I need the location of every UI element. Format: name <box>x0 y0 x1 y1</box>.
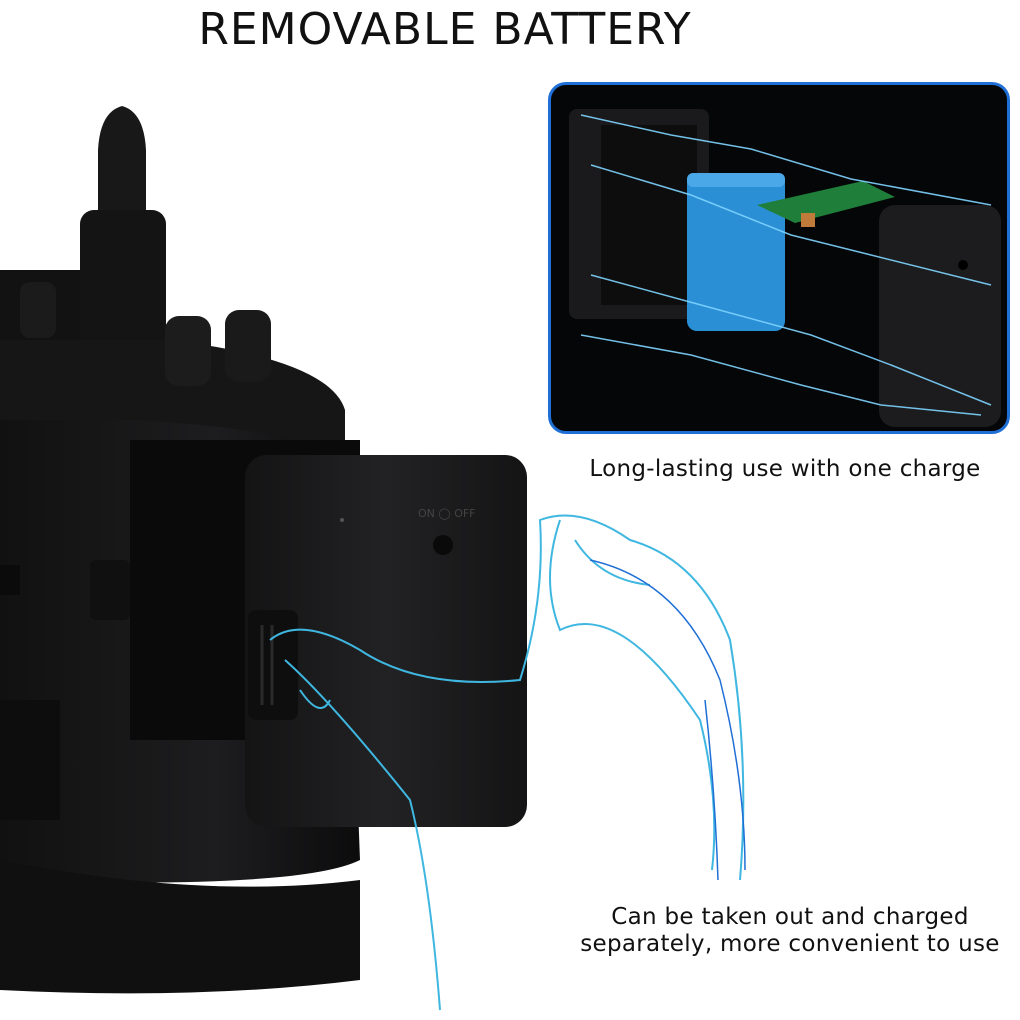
device-illustration: ON ◯ OFF <box>0 106 527 994</box>
caption-charged-separately: Can be taken out and charged separately,… <box>560 904 1020 958</box>
caption-line-2: separately, more convenient to use <box>580 931 1000 957</box>
caption-long-lasting: Long-lasting use with one charge <box>589 456 981 482</box>
caption-line-1: Can be taken out and charged <box>611 904 969 930</box>
page-title: REMOVABLE BATTERY <box>198 4 692 55</box>
battery-exploded-view <box>548 82 1010 434</box>
svg-text:ON ◯ OFF: ON ◯ OFF <box>418 507 476 520</box>
